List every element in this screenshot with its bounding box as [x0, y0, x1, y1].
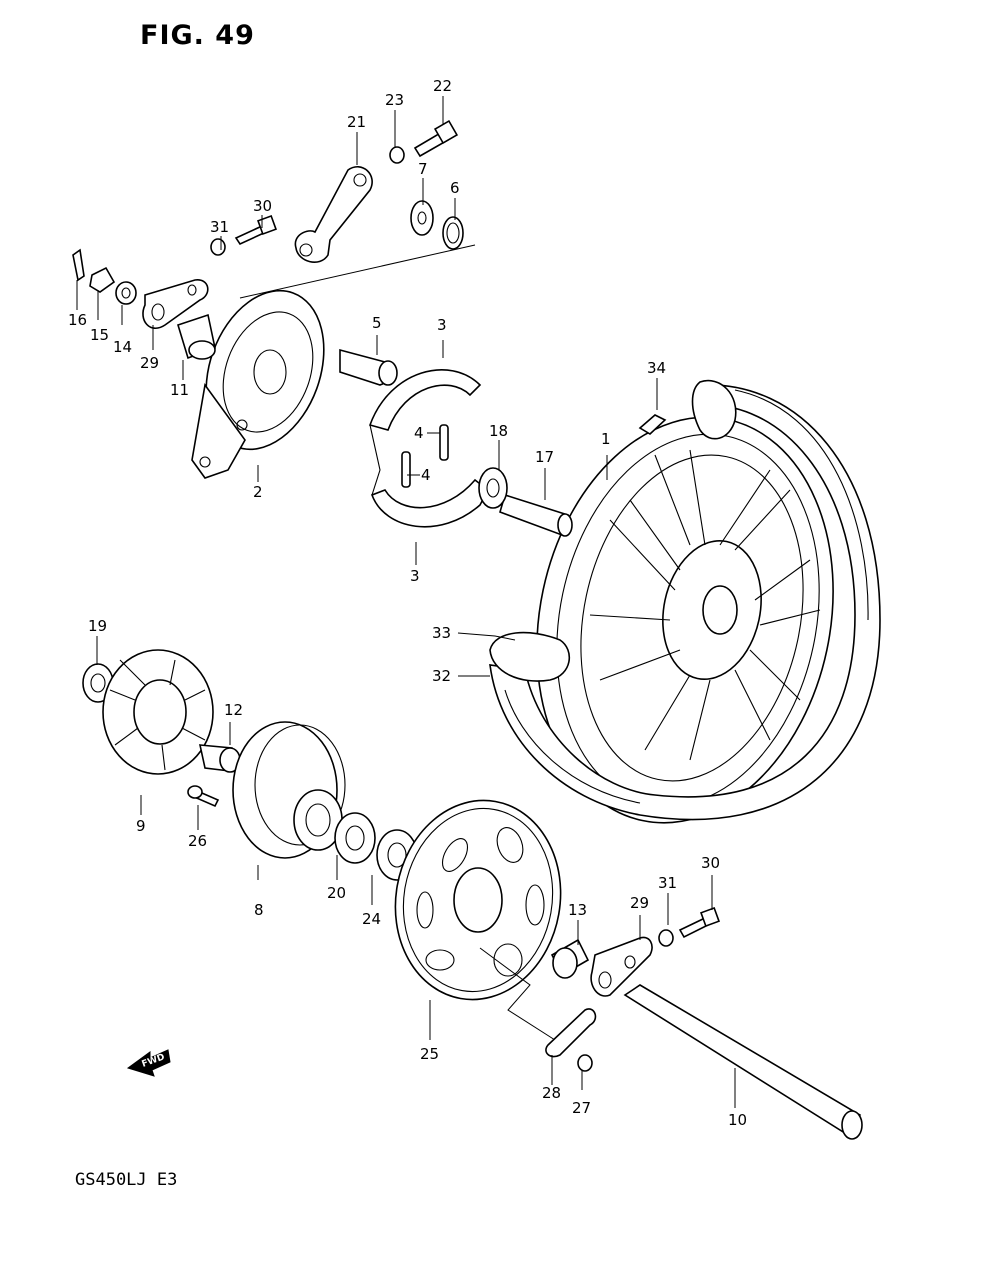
leader-lines — [76, 96, 736, 1108]
callout-14: 14 — [113, 338, 132, 356]
callout-2: 2 — [253, 483, 263, 501]
cushion-spacer-12 — [198, 744, 241, 773]
callout-31-top: 31 — [210, 218, 229, 236]
callout-4-lower: 4 — [421, 466, 431, 484]
chain-adjuster-29 — [590, 936, 653, 997]
assembly-line-sprocket — [479, 947, 556, 1041]
callout-32: 32 — [432, 667, 451, 685]
nut-31-bottom — [658, 929, 674, 947]
callout-27: 27 — [572, 1099, 591, 1117]
center-spacer — [499, 493, 573, 537]
callout-15: 15 — [90, 326, 109, 344]
callout-6: 6 — [450, 179, 460, 197]
callout-3-bottom: 3 — [410, 567, 420, 585]
callout-13: 13 — [568, 901, 587, 919]
callout-9: 9 — [136, 817, 146, 835]
callout-22: 22 — [433, 77, 452, 95]
lever-washer-6 — [442, 216, 464, 250]
sprocket-drum — [232, 721, 346, 859]
washer-14 — [115, 281, 137, 305]
spacer-13 — [550, 938, 590, 979]
brake-panel — [191, 289, 325, 479]
callout-17: 17 — [535, 448, 554, 466]
brake-stopper-arm — [142, 279, 209, 329]
brake-shoe-springs — [401, 424, 449, 488]
callout-20: 20 — [327, 884, 346, 902]
forward-arrow-icon: FWD — [126, 1049, 171, 1077]
callout-11: 11 — [170, 381, 189, 399]
figure-title: FIG. 49 — [140, 20, 255, 51]
inner-tube — [489, 379, 737, 682]
callout-7: 7 — [418, 160, 428, 178]
lever-washer-7 — [410, 200, 434, 236]
cushion-rubbers — [102, 649, 214, 775]
rear-tire — [489, 384, 881, 821]
spacer-11 — [177, 313, 216, 360]
callout-25: 25 — [420, 1045, 439, 1063]
chain-adjuster-plate-28 — [545, 1008, 597, 1058]
callout-8: 8 — [254, 901, 264, 919]
bolt-26 — [187, 785, 220, 808]
bolt-30-top — [234, 215, 277, 246]
callout-10: 10 — [728, 1111, 747, 1129]
callout-30-top: 30 — [253, 197, 272, 215]
nut-31-top — [210, 238, 226, 256]
callout-numbers: 1 2 3 3 4 4 5 6 7 8 9 10 11 12 13 14 15 … — [68, 77, 747, 1129]
callout-26: 26 — [188, 832, 207, 850]
bolt-30-bottom — [678, 907, 720, 939]
model-code: GS450LJ E3 — [75, 1170, 178, 1190]
brake-cam — [339, 348, 398, 386]
callout-30-bottom: 30 — [701, 854, 720, 872]
lever-bolt — [413, 119, 459, 158]
valve-cap — [638, 414, 667, 435]
axle-10 — [623, 984, 863, 1140]
callout-16: 16 — [68, 311, 87, 329]
callout-29-bottom: 29 — [630, 894, 649, 912]
callout-29-top: 29 — [140, 354, 159, 372]
callout-24: 24 — [362, 910, 381, 928]
callout-19: 19 — [88, 617, 107, 635]
assembly-line-brake — [239, 244, 476, 299]
wheel-bearing-18 — [478, 467, 508, 509]
callout-33: 33 — [432, 624, 451, 642]
lever-nut — [389, 146, 405, 164]
callout-21: 21 — [347, 113, 366, 131]
brake-cam-lever — [294, 166, 373, 263]
rear-sprocket — [394, 799, 562, 1001]
callout-1: 1 — [601, 430, 611, 448]
callout-5: 5 — [372, 314, 382, 332]
callout-12: 12 — [224, 701, 243, 719]
callout-4-upper: 4 — [414, 424, 424, 442]
callout-28: 28 — [542, 1084, 561, 1102]
rear-wheel-rim — [536, 416, 834, 824]
nut-27 — [577, 1054, 593, 1072]
castle-nut-15 — [89, 266, 116, 293]
callout-31-bottom: 31 — [658, 874, 677, 892]
cotter-pin-16 — [72, 248, 85, 282]
callout-3-top: 3 — [437, 316, 447, 334]
brake-shoes — [368, 369, 490, 528]
callout-34: 34 — [647, 359, 666, 377]
bearing-20 — [334, 812, 376, 864]
callout-18: 18 — [489, 422, 508, 440]
callout-23: 23 — [385, 91, 404, 109]
